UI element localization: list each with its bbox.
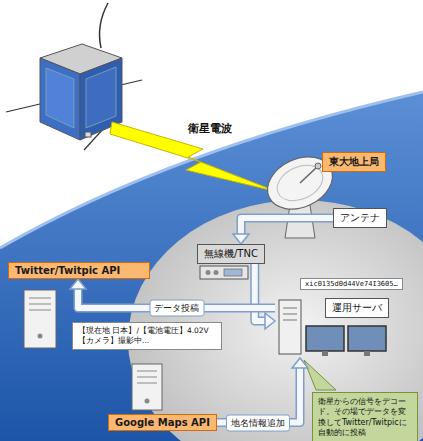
node-text: Twitter/Twitpic API [15,265,143,276]
api-box: Google Maps API [108,414,217,431]
twitter-server-icon [29,304,51,305]
arrow-body [241,218,333,235]
server-machines [279,300,301,354]
radio-device [206,270,211,275]
callout-tail [304,360,336,390]
data-string: xic0135d0d44Ve74I3605… [300,278,403,290]
data-flow-arrow [233,218,333,244]
antenna-dish [300,167,317,183]
radio-wave [110,122,278,192]
node-text: Google Maps API [115,417,210,428]
google-server-icon [137,371,157,372]
server-machines [283,320,297,321]
data-flow-arrow [255,264,275,329]
server-box: 運用サーバ [275,296,395,358]
server-machines [348,326,386,351]
radio-device [200,266,248,279]
google-server-icon [145,399,150,404]
wave-label: 衛星電波 [188,121,232,136]
satellite [86,67,116,128]
data-flow-arrow [217,358,308,423]
server-machines [283,308,297,309]
api-box: Twitter/Twitpic API [8,262,150,279]
arrow-outline [241,218,333,235]
twitter-server-icon [38,334,43,339]
node-text: 【現在地 日本】/【電池電圧】4.02V【カメラ】撮影中... [78,326,216,346]
radio-device [214,270,219,275]
twitter-server-icon [24,290,56,348]
radio-device [200,266,248,279]
google-server-icon [137,377,157,378]
antenna-dish [271,158,328,207]
station-label: 東大地上局 [322,152,386,172]
radio-device [224,269,242,276]
node-text: 東大地上局 [329,155,379,169]
google-server-icon [132,364,162,410]
radio-label: 無線機/TNC [197,244,265,264]
node-text: xic0135d0d44Ve74I3605… [305,280,398,288]
twitter-server-icon [29,310,51,311]
server-machines [322,351,328,356]
station-area [128,200,423,441]
antenna-label: アンテナ [333,208,387,228]
arrow-head [292,358,308,368]
callout-box: 衛星からの信号をデコード。その場でデータを変換してTwitter/Twitpic… [312,392,418,441]
satellite [85,132,91,137]
satellite [40,58,80,140]
server-machines [364,351,370,356]
server-machines [306,326,344,351]
satellite [100,3,108,48]
google-server-icon [137,383,157,384]
node-text: 運用サーバ [325,298,389,318]
arrow-label: データ投稿 [149,300,204,317]
tweet-box: 【現在地 日本】/【電池電圧】4.02V【カメラ】撮影中... [72,322,222,350]
arrow-head [265,313,275,329]
node-text: アンテナ [340,211,380,225]
arrow-label: 地名情報追加 [226,414,290,431]
antenna-dish [315,163,321,169]
twitter-server-icon [29,298,51,299]
node-text: 無線機/TNC [204,247,258,261]
satellite [46,68,74,128]
twitter-server-icon [24,290,56,348]
google-server-icon [132,364,162,410]
server-machines [283,314,297,315]
arrow-head [233,234,249,244]
arrow-head [70,279,86,289]
node-text: 衛星からの信号をデコード。その場でデータを変換してTwitter/Twitpic… [318,397,412,439]
